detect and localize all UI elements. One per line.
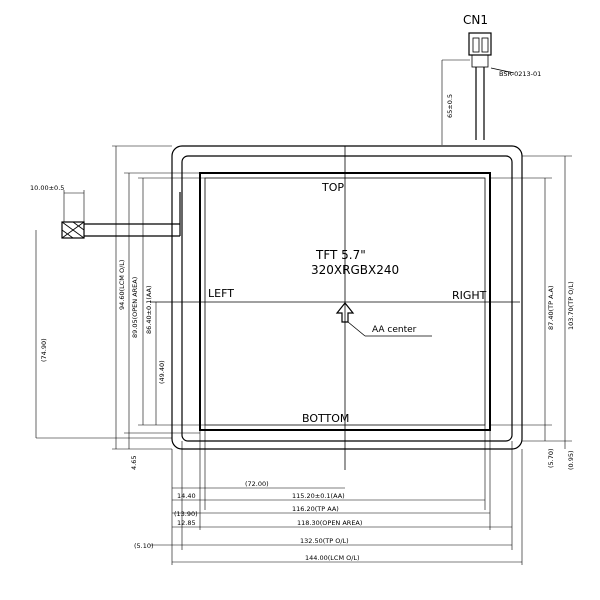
lead-length: 65±0.5: [446, 94, 454, 118]
aa-center-leader: [347, 321, 366, 337]
tp-outline: [181, 155, 513, 442]
dim-left-open-offset: 12.85: [177, 519, 196, 527]
label-resolution: 320XRGBX240: [311, 263, 399, 277]
connector-cn1: CN1 BSR-0213-01 65±0.5: [441, 13, 541, 145]
tail-hatch: [72, 221, 85, 231]
dim-tp-aa-height: 87.40(TP A.A): [547, 286, 555, 330]
dim-tail-offset: (74.90): [40, 338, 48, 362]
label-bottom: BOTTOM: [302, 412, 349, 425]
dim-right-margin-a: (5.70): [547, 448, 555, 468]
tail-hatch: [61, 229, 74, 239]
dim-tp-ol-height: 103.70(TP O/L): [567, 281, 575, 330]
lcm-outline: [171, 145, 523, 450]
connector-pin: [481, 37, 489, 53]
tail-width-label: 10.00±0.5: [30, 184, 64, 192]
dim-open-area-height: 89.05(OPEN AREA): [131, 277, 139, 338]
dim-half-height: (49.40): [158, 360, 166, 384]
label-tft-size: TFT 5.7": [315, 248, 366, 262]
left-tail: 10.00±0.5: [30, 184, 181, 239]
aa-center-arrow-icon: [335, 302, 355, 323]
connector-name: CN1: [463, 13, 488, 27]
connector-pin: [472, 37, 480, 53]
dim-tp-aa-width: 116.20(TP AA): [292, 505, 339, 513]
dim-half-width: (72.00): [245, 480, 269, 488]
dim-right-margin-b: (0.95): [567, 450, 575, 470]
aa-center-marker: AA center: [335, 302, 432, 337]
aa-center-label: AA center: [372, 325, 417, 335]
label-left: LEFT: [208, 287, 234, 300]
dim-lcm-height: 94.60(LCM O/L): [118, 260, 126, 310]
dim-open-area-width: 118.30(OPEN AREA): [297, 519, 362, 527]
dim-left-aa-offset: 14.40: [177, 492, 196, 500]
label-top: TOP: [321, 181, 344, 194]
dim-lcm-width: 144.00(LCM O/L): [305, 554, 360, 562]
right-vertical-dimensions: 103.70(TP O/L) 87.40(TP A.A) (5.70) (0.9…: [490, 155, 575, 470]
connector-housing: [471, 54, 489, 68]
dim-left-tp-aa-offset: (13.90): [174, 510, 198, 518]
dim-aa-width: 115.20±0.1(AA): [292, 492, 345, 500]
dim-tp-ol-width: 132.50(TP O/L): [300, 537, 349, 545]
left-vertical-dimensions: (74.90) 94.60(LCM O/L) 89.05(OPEN AREA) …: [35, 145, 205, 470]
tail-hatch: [61, 221, 85, 239]
dim-bottom-margin: 4.65: [130, 456, 138, 470]
dim-aa-height: 86.40±0.1(AA): [145, 285, 153, 334]
connector-part: BSR-0213-01: [499, 70, 541, 78]
connector-leader: [490, 67, 515, 74]
dim-left-tp-offset: (5.10): [134, 542, 154, 550]
label-right: RIGHT: [452, 289, 487, 302]
bottom-horizontal-dimensions: (72.00) 14.40 115.20±0.1(AA) (13.90) 116…: [134, 425, 523, 565]
